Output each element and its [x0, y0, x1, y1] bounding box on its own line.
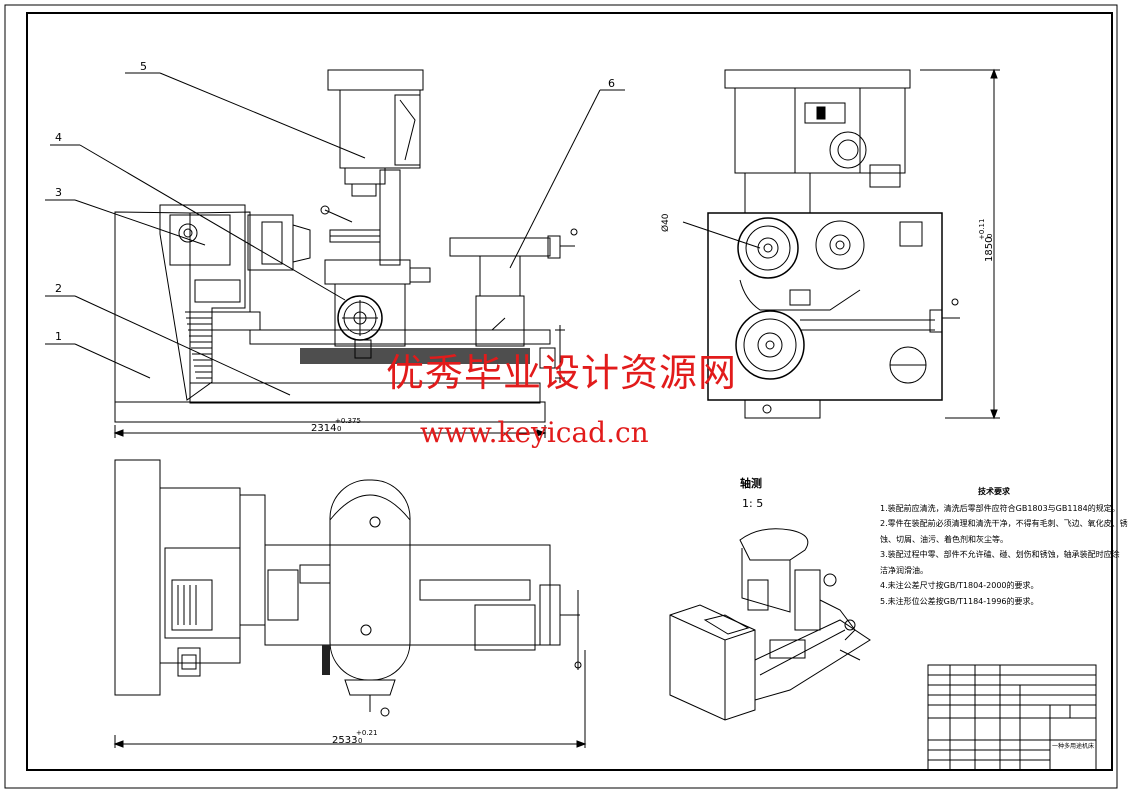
dim-top-width: 2533 — [332, 735, 357, 746]
notes-line: 4.未注公差尺寸按GB/T1804-2000的要求。 — [880, 581, 1039, 590]
top-view — [113, 459, 587, 748]
title-block — [927, 664, 1097, 771]
notes-line: 3.装配过程中零、部件不允许磕、碰、划伤和锈蚀，轴承装配时应涂 — [880, 550, 1120, 559]
callout-4: 4 — [55, 131, 62, 144]
outer-border — [4, 4, 1118, 789]
front-view — [113, 69, 578, 438]
notes-heading: 技术要求 — [978, 487, 1010, 496]
dim-top-width-sub: 0 — [358, 737, 362, 745]
callout-6: 6 — [608, 77, 615, 90]
dim-hole-dia: Ø40 — [660, 213, 671, 232]
dim-height-tol: +0.11 — [978, 219, 986, 240]
notes-line: 洁净润滑油。 — [880, 565, 928, 575]
dim-front-width: 2314 — [311, 423, 336, 434]
callout-5: 5 — [140, 60, 147, 73]
notes-line: 2.零件在装配前必须清理和清洗干净，不得有毛刺、飞边、氧化皮、锈 — [880, 519, 1128, 528]
watermark-cn: 优秀毕业设计资源网 — [386, 351, 738, 395]
iso-view — [669, 528, 871, 721]
callout-3: 3 — [55, 186, 62, 199]
dim-height-sub: 0 — [986, 234, 994, 238]
title-block-part-name: 一种多用途机床 — [1052, 742, 1094, 750]
callout-1: 1 — [55, 330, 62, 343]
notes-line: 蚀、切屑、油污、着色剂和灰尘等。 — [880, 534, 1008, 544]
dim-top-width-tol: +0.21 — [356, 729, 377, 737]
callout-leaders — [45, 72, 625, 396]
callout-2: 2 — [55, 282, 62, 295]
dim-front-width-tol: +0.375 — [335, 417, 361, 425]
iso-view-scale: 1: 5 — [742, 497, 763, 510]
iso-view-title: 轴测 — [740, 476, 762, 490]
side-view — [682, 68, 1000, 420]
notes-line: 5.未注形位公差按GB/T1184-1996的要求。 — [880, 596, 1039, 606]
dim-height: 1850 — [984, 237, 995, 262]
notes-line: 1.装配前应清洗，清洗后零部件应符合GB1803与GB1184的规定。 — [880, 503, 1120, 513]
technical-notes: 技术要求 1.装配前应清洗，清洗后零部件应符合GB1803与GB1184的规定。… — [880, 484, 1128, 609]
watermark-url: www.keyicad.cn — [420, 416, 649, 449]
inner-border — [26, 12, 1113, 771]
dim-front-width-sub: 0 — [337, 425, 341, 433]
